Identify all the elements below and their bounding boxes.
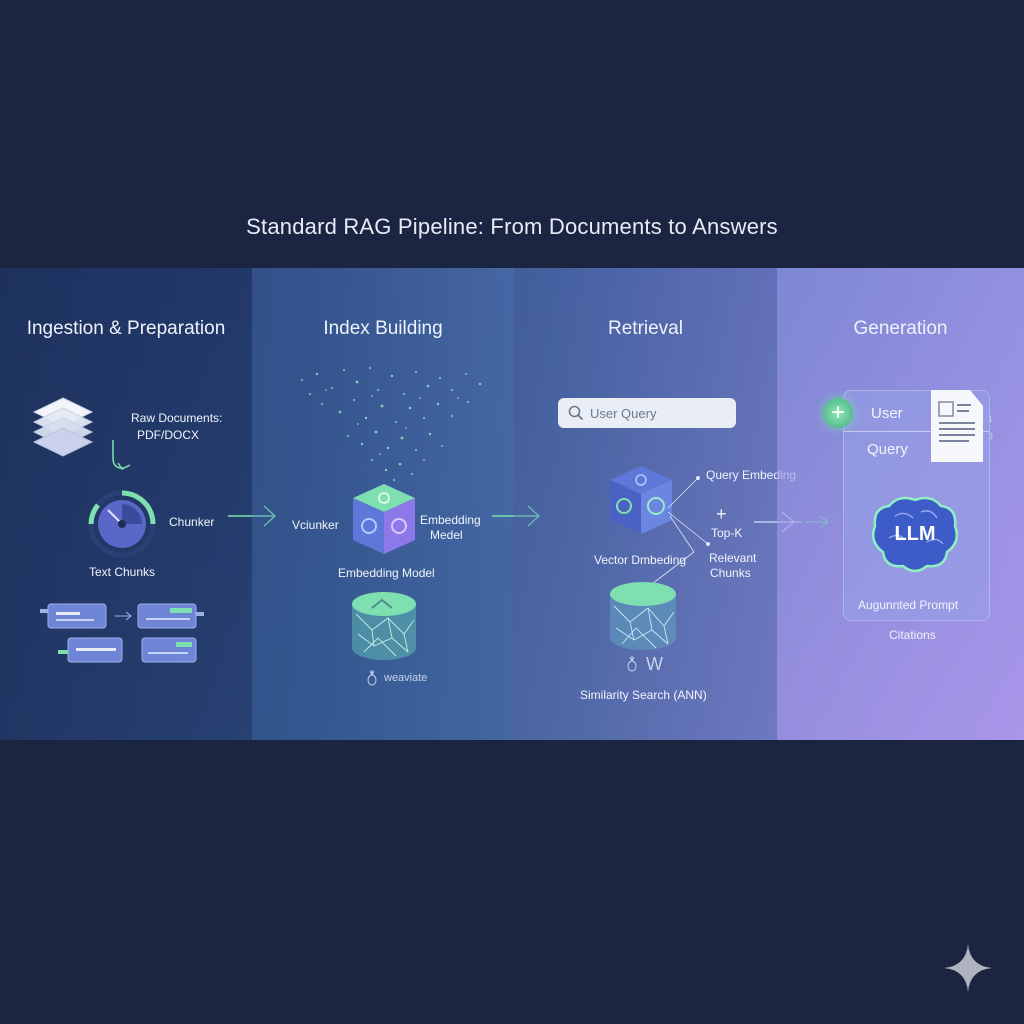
vchunker-label: Vciunker [292,518,339,532]
similarity-search-label: Similarity Search (ANN) [580,688,707,702]
plus-icon[interactable]: + [823,398,853,428]
stage-title-ingestion: Ingestion & Preparation [26,318,226,339]
embedding-model-short-label: Medel [430,528,463,542]
llm-label: LLM [894,522,936,545]
query-embedding-label: Query Embeding [706,468,797,482]
divider [844,431,989,432]
text-chunks-label: Text Chunks [89,565,156,579]
layers-icon [32,397,94,457]
pipeline-band: Ingestion & Preparation Raw Documents: P… [0,268,1024,740]
stage-title-generation: Generation [853,318,948,339]
user-query-search-input[interactable]: User Query [558,398,736,428]
stage-index-building: Index Building [252,268,541,740]
citations-label: Citations [889,628,936,642]
chunker-label: Chunker [169,515,215,529]
stage-retrieval: Retrieval User Query Query Embeding + [514,268,829,740]
pineapple-icon [367,670,377,686]
stage-title-index: Index Building [323,318,443,339]
arrow-icon [228,505,277,527]
stage-title-retrieval: Retrieval [608,318,683,339]
stage-ingestion: Ingestion & Preparation Raw Documents: P… [0,268,277,740]
embedding-model-label: Embedding Model [338,566,435,580]
chunker-gauge-icon [88,490,156,558]
weaviate-w-logo: W [646,654,663,674]
augmented-prompt-label: Augunnted Prompt [858,598,959,612]
citation-number-3: 3 [988,431,994,441]
particle-cloud [301,367,482,481]
raw-documents-format-label: PDF/DOCX [137,428,200,442]
cube-icon [353,484,415,554]
sparkle-icon [944,944,992,992]
query-label: Query [867,441,908,458]
arrow-icon [492,505,541,527]
raw-documents-label: Raw Documents: [131,411,223,425]
user-label: User [871,405,903,422]
citation-number-1: 1 [988,414,994,424]
stage-generation: Generation + User Query 1 3 LLM Augunnte [777,268,1024,740]
search-icon [568,405,584,421]
database-icon [352,592,416,660]
document-icon [931,390,983,462]
user-query-text: User Query [590,405,657,421]
cube-icon [610,466,672,534]
text-chunk-cards [40,603,204,663]
pineapple-icon [627,656,637,672]
embedding-label: Embedding [420,513,481,527]
vector-embedding-label: Vector Dmbeding [594,553,687,567]
weaviate-label: weaviate [384,672,428,684]
topk-label: Top-K [711,526,743,540]
diagram-title: Standard RAG Pipeline: From Documents to… [246,214,778,239]
arrow-icon [112,440,131,470]
topk-relevant-label: Relevant [709,551,757,565]
topk-chunks-label: Chunks [710,566,751,580]
plus-icon: + [716,504,727,524]
brain-icon [872,496,958,573]
database-icon [610,582,676,650]
